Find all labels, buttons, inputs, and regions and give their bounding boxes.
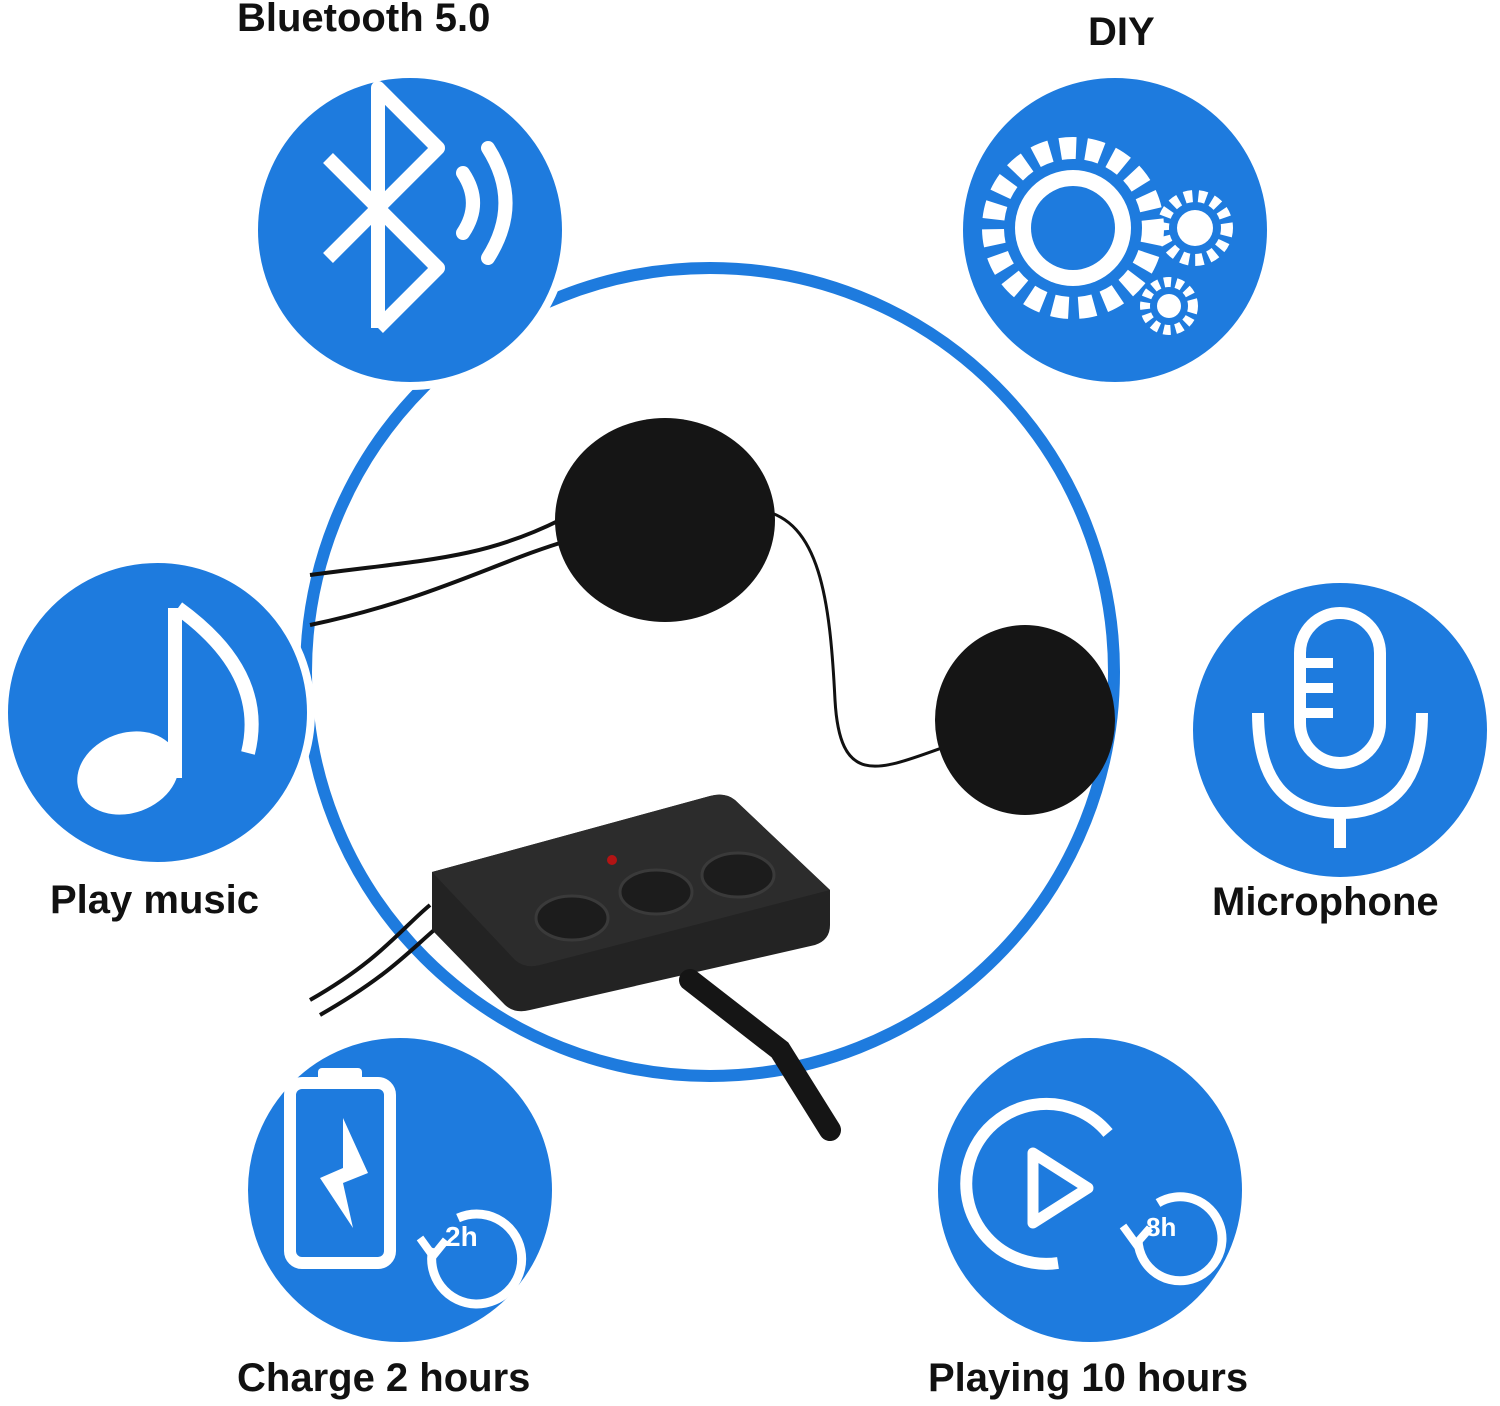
feature-label: DIY	[1088, 10, 1155, 54]
microphone-icon	[1252, 607, 1428, 848]
feature-label: Microphone	[1212, 880, 1439, 924]
play-icon: 8h	[960, 1097, 1227, 1286]
feature-label: Charge 2 hours	[237, 1356, 531, 1400]
feature-label: Play music	[50, 878, 260, 922]
music-note-icon	[77, 602, 259, 815]
bluetooth-icon	[323, 81, 513, 333]
feature-label: Playing 10 hours	[928, 1356, 1249, 1400]
playing-badge: 8h	[1146, 1212, 1176, 1242]
gears-icon	[982, 137, 1233, 335]
feature-label: Bluetooth 5.0	[237, 0, 491, 40]
charge-badge: 2h	[445, 1221, 478, 1252]
battery-charging-icon: 2h	[284, 1068, 527, 1309]
